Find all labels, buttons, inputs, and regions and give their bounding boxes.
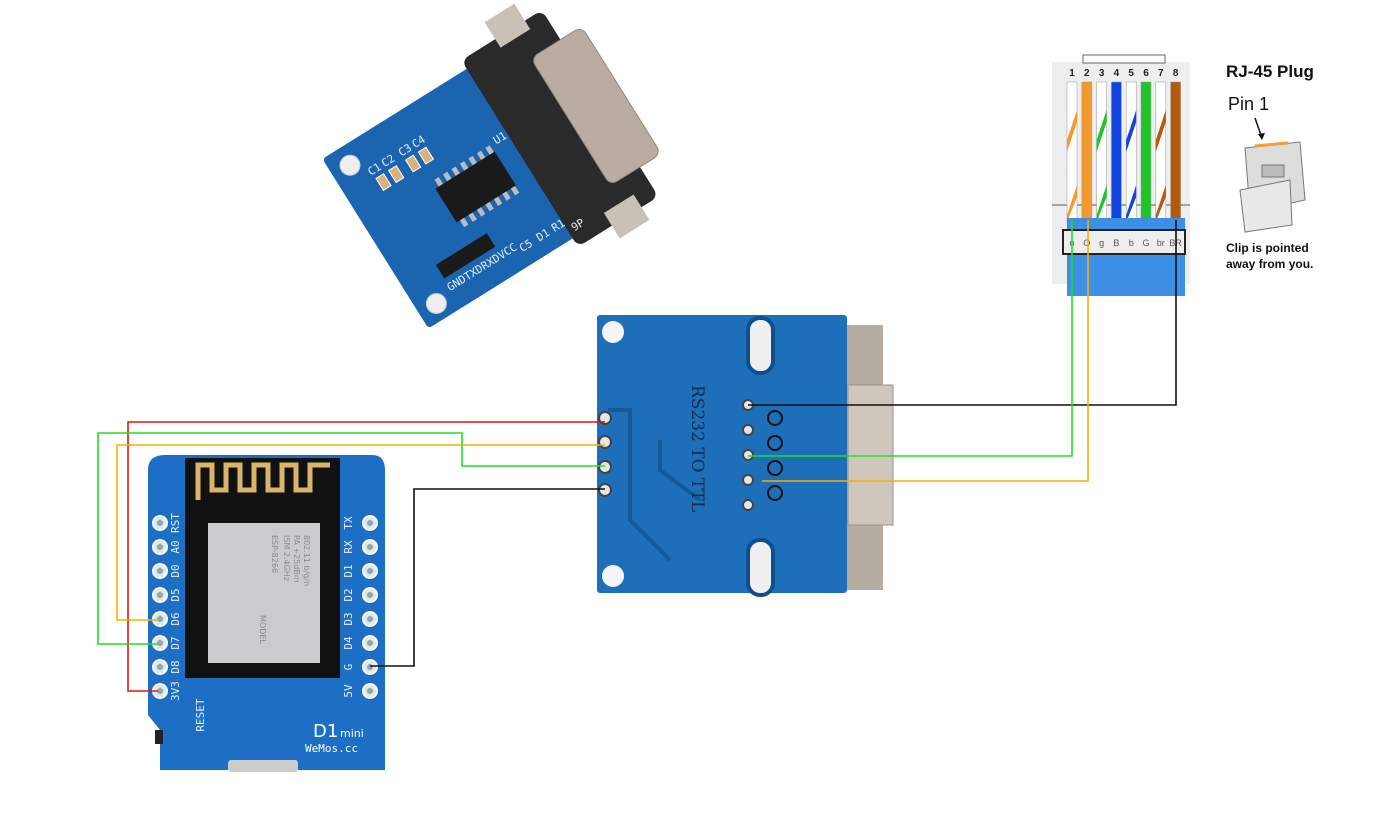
- rj45-pin-number: 2: [1084, 68, 1090, 79]
- d1-pin-label-right: G: [342, 664, 355, 671]
- module-text-1: ESP-8266: [270, 535, 279, 573]
- silk-c3: C3: [396, 141, 414, 159]
- header-pins: [435, 233, 496, 279]
- d1-pin-label-left: D0: [169, 564, 182, 577]
- reset-button[interactable]: [155, 730, 163, 744]
- rj45-wire-8: [1170, 81, 1181, 223]
- board-label: RS232 TO TTL: [687, 385, 707, 512]
- silk-c5: C5: [517, 237, 535, 255]
- pin-hole: [157, 544, 163, 550]
- d1-pin-label-right: D1: [342, 564, 355, 577]
- rs232-module-photo: C1 C2 C3 C4 U1 GND TXD RXD VCC C5 D1 R1 …: [323, 3, 659, 328]
- rj45-pin-number: 6: [1143, 68, 1149, 79]
- rj45-plug-icon: [1239, 141, 1306, 233]
- pin1-label: Pin 1: [1228, 94, 1269, 114]
- rj45-pin-number: 3: [1099, 68, 1105, 79]
- pin-hole: [367, 616, 373, 622]
- d1-pin-label-right: D2: [342, 588, 355, 601]
- rj45-wire-code: G: [1142, 238, 1149, 248]
- pin-hole: [157, 616, 163, 622]
- d1-pin-label-right: 5V: [342, 684, 355, 698]
- silk-9p: 9P: [569, 216, 587, 234]
- module-text-2: ISM 2.4GHz: [282, 535, 291, 581]
- pin-hole: [367, 640, 373, 646]
- wire-orange-d6: [116, 444, 605, 621]
- module-text-4: 802.11 b/g/n: [302, 535, 311, 586]
- pin-hole: [157, 520, 163, 526]
- d1-pin-label-left: 3V3: [169, 681, 182, 701]
- d1-pin-label-left: A0: [169, 540, 182, 553]
- pin-hole: [367, 592, 373, 598]
- pin-hole: [367, 688, 373, 694]
- rj45-wire-6: [1140, 81, 1152, 223]
- rj45-pin-number: 8: [1173, 68, 1179, 79]
- d1-pin-label-left: D5: [169, 588, 182, 601]
- rj45-stripe: [1126, 110, 1137, 222]
- wire-black-gnd: [370, 488, 605, 667]
- esp-shield: [208, 523, 320, 663]
- silk-d1: D1: [534, 226, 552, 244]
- d1-pin-label-left: D6: [169, 612, 182, 625]
- max3232-chip: [435, 151, 516, 223]
- wire-orange-rj45-2: [762, 220, 1089, 482]
- module-text-5: MODEL: [258, 615, 267, 644]
- pin-hole: [157, 568, 163, 574]
- rj45-stripe: [1096, 110, 1107, 222]
- silk-c1: C1: [365, 160, 383, 178]
- pin-hole: [367, 568, 373, 574]
- silk-u1: U1: [491, 129, 509, 147]
- rj45-wire-2: [1081, 81, 1093, 223]
- rj45-title: RJ-45 Plug: [1226, 62, 1314, 81]
- rj45-pin-number: 4: [1114, 68, 1120, 79]
- wire-black-rj45-8: [748, 220, 1177, 406]
- rj45-stripe: [1155, 110, 1166, 222]
- rj45-stripe: [1067, 110, 1077, 222]
- rj45-pin-number: 5: [1128, 68, 1134, 79]
- wire-green-d7: [97, 432, 605, 645]
- d1-pin-label-left: RST: [169, 513, 182, 533]
- pin-hole: [157, 640, 163, 646]
- pin-hole: [367, 520, 373, 526]
- pin-hole: [157, 688, 163, 694]
- reset-label: RESET: [194, 698, 207, 731]
- d1-pin-label-right: D4: [342, 636, 355, 650]
- pin-hole: [367, 544, 373, 550]
- rj45-wire-code: O: [1083, 238, 1090, 248]
- antenna-trace: [195, 462, 330, 500]
- usb-port: [228, 760, 298, 772]
- pin-hole: [157, 664, 163, 670]
- brand-suffix: mini: [340, 727, 364, 740]
- site-label: WeMos.cc: [305, 742, 358, 755]
- module-text-3: PA +25dBm: [292, 535, 301, 583]
- d1-mini-board: ESP-8266 ISM 2.4GHz PA +25dBm 802.11 b/g…: [148, 455, 385, 772]
- d1-pin-label-left: D7: [169, 636, 182, 649]
- wires: [97, 220, 1177, 692]
- rs232-ttl-board: RS232 TO TTL: [597, 315, 894, 597]
- db9-connector: [464, 13, 656, 244]
- wire-green-rj45-1: [748, 220, 1073, 457]
- silk-c2: C2: [379, 152, 397, 170]
- rj45-pin-number: 7: [1158, 68, 1164, 79]
- rj45-pin-number: 1: [1069, 68, 1075, 79]
- silk-c4: C4: [410, 133, 428, 151]
- wire-red-3v3: [127, 421, 605, 692]
- silk-r1: R1: [549, 217, 567, 235]
- clip-note-1: Clip is pointed: [1226, 241, 1309, 255]
- d1-pin-label-right: TX: [342, 516, 355, 530]
- brand-label: D1: [313, 721, 338, 742]
- d1-pin-label-left: D8: [169, 660, 182, 673]
- rj45-wire-code: b: [1129, 238, 1134, 248]
- pin-hole: [367, 664, 373, 670]
- rj45-wire-4: [1111, 81, 1122, 223]
- d1-pin-label-right: RX: [342, 540, 355, 554]
- rj45-wire-code: g: [1099, 238, 1104, 248]
- d1-pin-label-right: D3: [342, 612, 355, 625]
- pin-hole: [157, 592, 163, 598]
- clip-note-2: away from you.: [1226, 257, 1313, 271]
- rj45-wire-code: B: [1113, 238, 1119, 248]
- rj45-wire-code: br: [1157, 238, 1165, 248]
